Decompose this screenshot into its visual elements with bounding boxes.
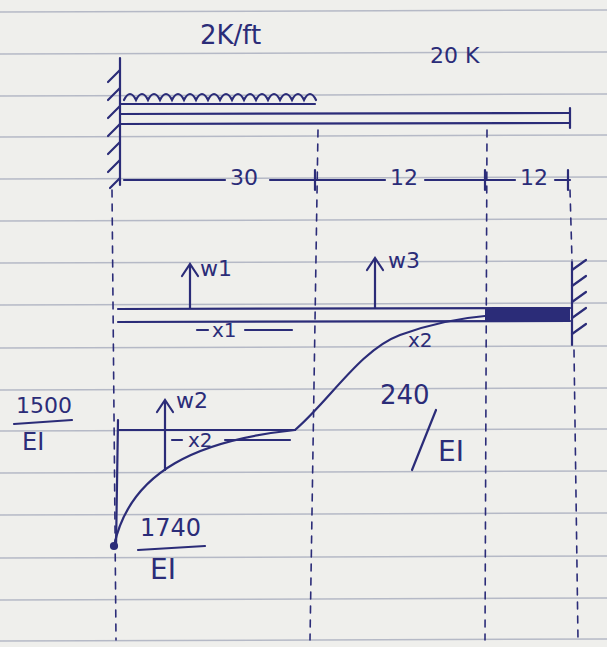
moment-value: 1500	[16, 395, 72, 417]
load-label: 20 K	[430, 45, 479, 67]
distance-label: x1	[212, 320, 237, 340]
moment-unit: EI	[150, 556, 176, 584]
ink	[14, 58, 586, 640]
dimension-label: 12	[390, 167, 418, 189]
moment-value: 240	[380, 382, 430, 408]
moment-value: 1740	[140, 516, 201, 540]
distance-label: x2	[408, 330, 433, 350]
dimension-label: 12	[520, 167, 548, 189]
load-label: w1	[200, 258, 232, 280]
dimension-label: 30	[230, 167, 258, 189]
moment-unit: EI	[22, 430, 44, 454]
load-label: 2K/ft	[200, 22, 261, 48]
distance-label: x2	[188, 430, 213, 450]
ruled-lines	[0, 10, 607, 641]
moment-unit: EI	[438, 438, 464, 466]
load-label: w2	[176, 390, 208, 412]
load-label: w3	[388, 250, 420, 272]
